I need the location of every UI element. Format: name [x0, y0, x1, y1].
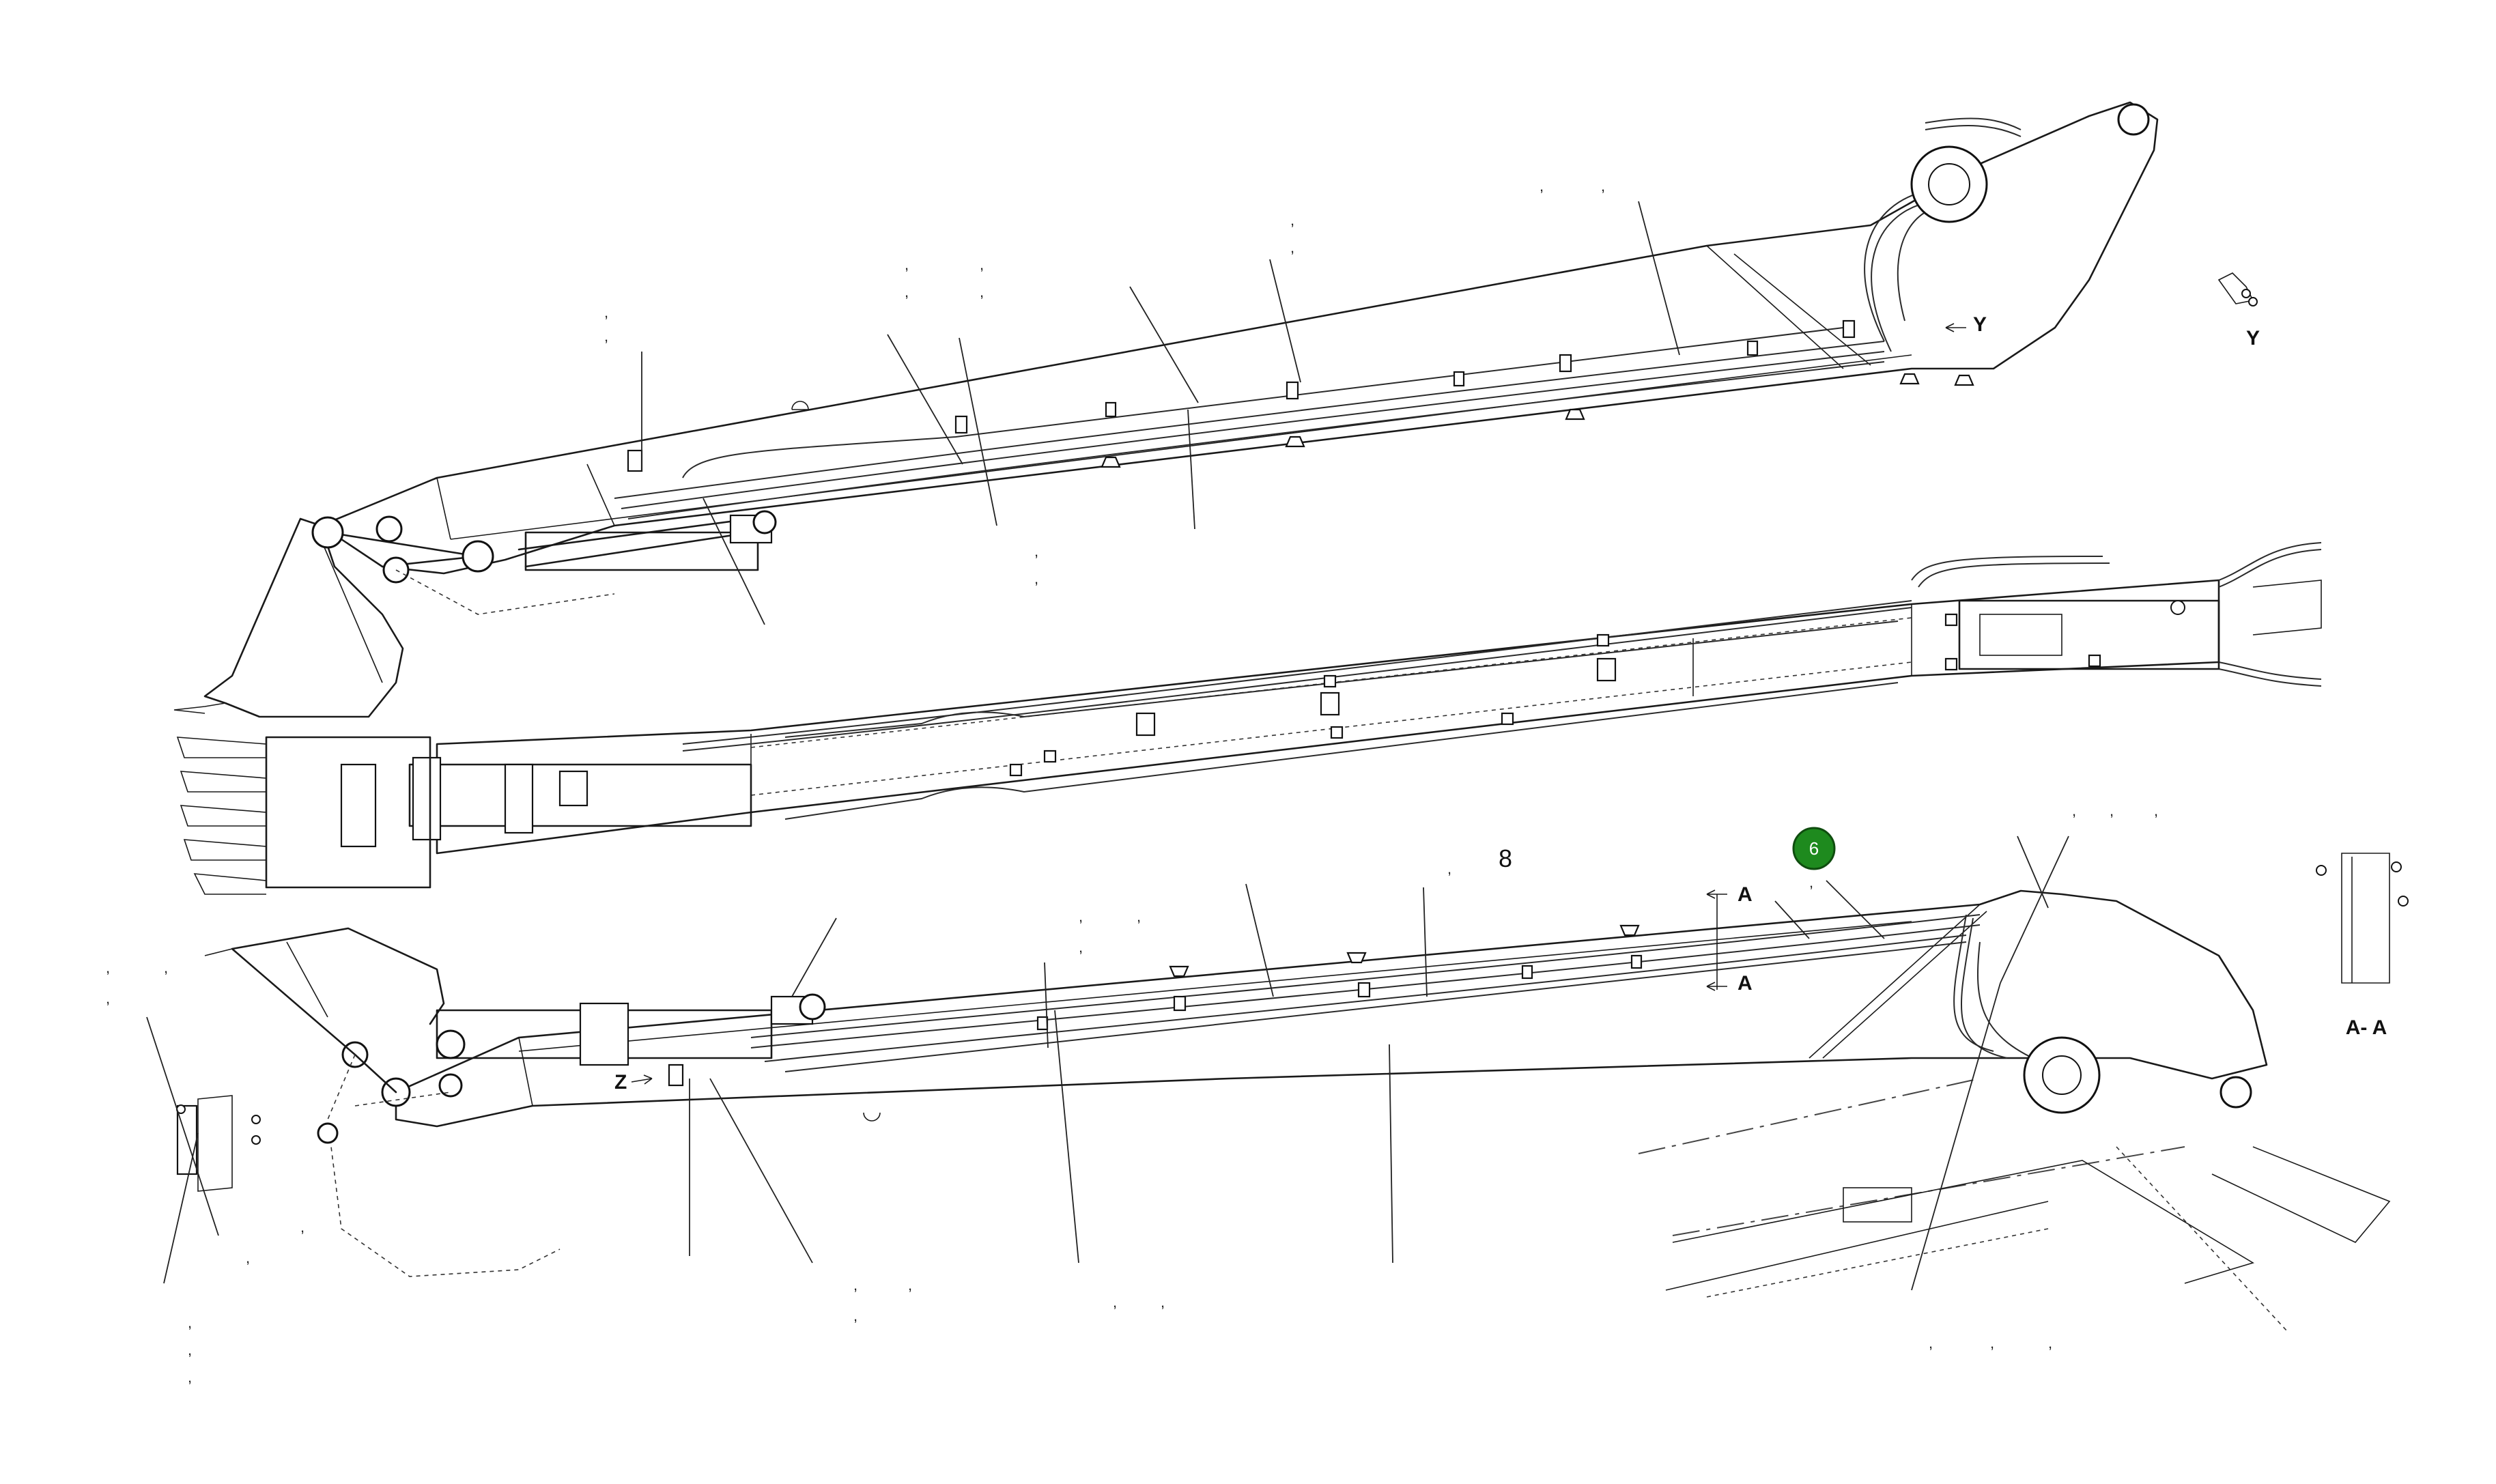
- svg-text:,: ,: [106, 990, 110, 1007]
- section-a-bottom-label: A: [1738, 972, 1753, 995]
- svg-text:,: ,: [300, 1218, 304, 1236]
- svg-text:,: ,: [1034, 570, 1038, 587]
- part-8-label: 8: [1499, 844, 1512, 872]
- middle-head-block: [1958, 599, 2220, 670]
- svg-text:,: ,: [1034, 543, 1038, 560]
- svg-text:,: ,: [905, 283, 909, 300]
- top-arm-outline: [320, 101, 2159, 575]
- top-bucket-linkage: [173, 510, 777, 718]
- svg-text:,: ,: [1601, 177, 1605, 195]
- callout-6[interactable]: 6: [1792, 827, 1836, 870]
- svg-text:,: ,: [2048, 1335, 2052, 1352]
- svg-text:,: ,: [980, 256, 984, 273]
- top-end-pin: [2117, 103, 2150, 136]
- top-bucket-pin: [311, 516, 344, 549]
- top-arm-clamps: [627, 319, 1974, 472]
- svg-text:,: ,: [1079, 939, 1083, 956]
- view-y-arrow-label: Y: [1973, 313, 1987, 336]
- svg-text:,: ,: [188, 1314, 192, 1331]
- svg-text:,: ,: [246, 1249, 250, 1266]
- svg-text:,: ,: [1161, 1294, 1165, 1311]
- svg-text:,: ,: [1290, 212, 1294, 229]
- leader-lines: [146, 201, 2069, 1291]
- svg-text:,: ,: [1137, 908, 1141, 925]
- view-y-label: Y: [2246, 327, 2260, 349]
- tick-marks: , , , , , , , , , , , , , , , , , , , , …: [106, 177, 2158, 1386]
- svg-text:,: ,: [604, 304, 608, 321]
- detail-aa: A- A A A: [1706, 853, 2409, 1039]
- svg-text:,: ,: [980, 283, 984, 300]
- top-arm-assembly: [173, 101, 2159, 718]
- svg-text:,: ,: [2110, 802, 2114, 819]
- callout-6-number: 6: [1809, 838, 1819, 859]
- svg-text:,: ,: [905, 256, 909, 273]
- middle-bucket-cylinder: [408, 763, 752, 827]
- detail-z: Z: [176, 1071, 653, 1192]
- svg-text:,: ,: [1929, 1335, 1933, 1352]
- top-arm-cylinder: [524, 531, 759, 571]
- svg-text:,: ,: [853, 1276, 857, 1294]
- section-aa-label: A- A: [2346, 1016, 2387, 1039]
- svg-text:,: ,: [188, 1369, 192, 1386]
- svg-text:,: ,: [1540, 177, 1544, 195]
- middle-bucket-teeth: [176, 737, 267, 895]
- svg-text:,: ,: [2154, 802, 2158, 819]
- detail-y: Y Y: [1945, 272, 2260, 349]
- svg-text:,: ,: [1079, 908, 1083, 925]
- svg-text:,: ,: [1113, 1294, 1117, 1311]
- svg-text:,: ,: [164, 959, 168, 976]
- bottom-boom-outline: [395, 889, 2268, 1128]
- svg-text:,: ,: [1809, 874, 1813, 891]
- svg-text:,: ,: [1290, 239, 1294, 256]
- svg-text:,: ,: [106, 959, 110, 976]
- svg-text:,: ,: [604, 328, 608, 345]
- svg-text:,: ,: [2072, 802, 2076, 819]
- svg-text:,: ,: [1990, 1335, 1994, 1352]
- svg-text:,: ,: [1447, 860, 1451, 877]
- section-a-top-label: A: [1738, 883, 1753, 906]
- callout-6-marker[interactable]: [1792, 827, 1836, 870]
- svg-text:,: ,: [908, 1276, 912, 1294]
- view-z-label: Z: [614, 1071, 627, 1094]
- svg-text:,: ,: [853, 1307, 857, 1324]
- middle-arm-plan: [176, 542, 2322, 895]
- svg-text:,: ,: [188, 1341, 192, 1358]
- bottom-boom-assembly: [204, 889, 2391, 1332]
